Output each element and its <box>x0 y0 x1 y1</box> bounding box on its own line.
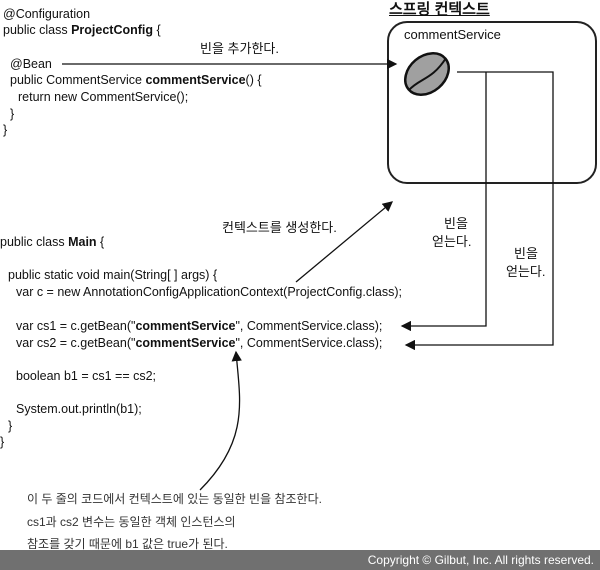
bean-icon <box>404 52 450 96</box>
get-bean-label-2b: 얻는다. <box>506 264 546 279</box>
code-annotation: @Configuration <box>3 7 91 21</box>
create-context-label: 컨텍스트를 생성한다. <box>222 220 337 235</box>
note-line: 참조를 갖기 때문에 b1 값은 true가 된다. <box>27 537 228 551</box>
code-annotation: @Bean <box>10 57 52 71</box>
get-bean-label-1b: 얻는다. <box>432 234 472 249</box>
code-line: } <box>3 123 8 137</box>
bean-name-label: commentService <box>404 27 501 42</box>
code-line: } <box>0 435 5 449</box>
copyright-footer: Copyright © Gilbut, Inc. All rights rese… <box>0 550 600 570</box>
note-line: 이 두 줄의 코드에서 컨텍스트에 있는 동일한 빈을 참조한다. <box>27 492 322 506</box>
code-line: var cs1 = c.getBean("commentService", Co… <box>16 319 383 333</box>
code-line: public class ProjectConfig { <box>3 23 161 37</box>
get-bean-label-2: 빈을 <box>514 246 538 261</box>
code-line: return new CommentService(); <box>18 90 189 104</box>
code-line: } <box>10 107 15 121</box>
note-arrow <box>199 350 242 491</box>
add-bean-label: 빈을 추가한다. <box>200 41 279 56</box>
code-line: } <box>8 419 13 433</box>
code-line: var cs2 = c.getBean("commentService", Co… <box>16 336 383 350</box>
code-line: public CommentService commentService() { <box>10 73 262 87</box>
create-context-arrow <box>295 201 393 283</box>
note-line: cs1과 cs2 변수는 동일한 객체 인스턴스의 <box>27 515 236 529</box>
code-line: public static void main(String[ ] args) … <box>8 268 218 282</box>
spring-context-title: 스프링 컨텍스트 <box>389 1 490 18</box>
code-line: boolean b1 = cs1 == cs2; <box>16 369 157 383</box>
spring-context-box <box>387 21 597 184</box>
code-line: var c = new AnnotationConfigApplicationC… <box>16 285 402 299</box>
code-line: public class Main { <box>0 235 105 249</box>
get-bean-arrow-cs2 <box>404 71 554 351</box>
code-line: System.out.println(b1); <box>16 402 142 416</box>
get-bean-label-1: 빈을 <box>444 216 468 231</box>
get-bean-arrow-cs1 <box>400 72 487 332</box>
